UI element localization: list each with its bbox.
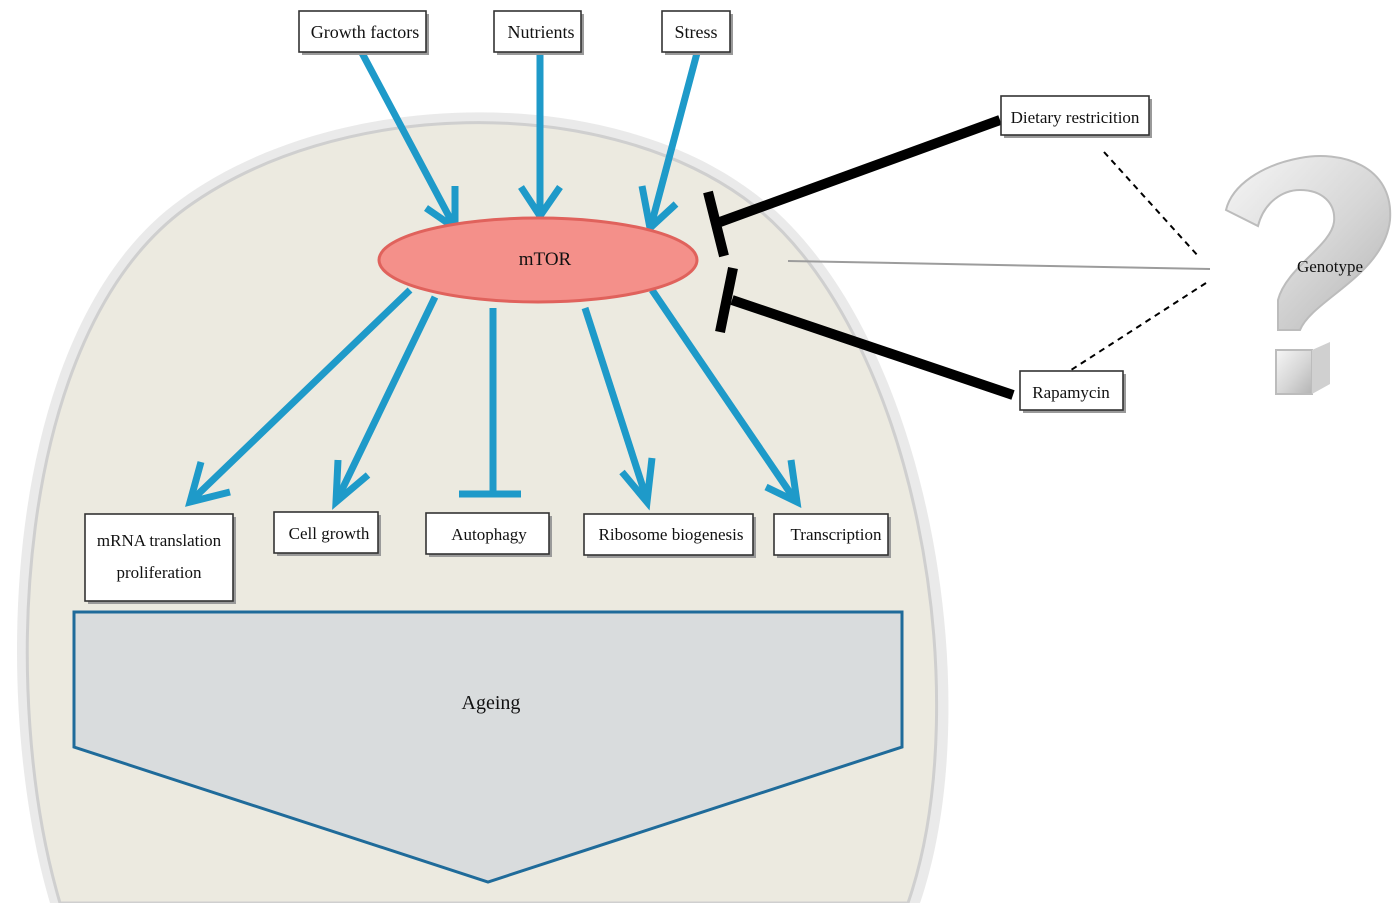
mtor-label: mTOR	[519, 249, 572, 270]
cell-growth-label: Cell growth	[289, 524, 370, 543]
stress-box: Stress	[661, 10, 733, 55]
inhibition-mtor-to-autophagy	[459, 308, 521, 498]
nutrients-label: Nutrients	[508, 22, 575, 42]
question-mark-icon	[1224, 155, 1392, 395]
autophagy-box: Autophagy	[425, 512, 552, 557]
genotype-label: Genotype	[1297, 257, 1363, 276]
mrna-translation-label: mRNA translation	[97, 531, 222, 550]
genotype-connections	[787, 151, 1211, 373]
arrow-stress-to-mtor	[638, 52, 701, 235]
ageing-label: Ageing	[462, 692, 521, 714]
dietary-restriction-box: Dietary restricition	[1000, 95, 1152, 138]
arrow-mtor-to-cell-growth	[332, 295, 439, 510]
rapamycin-label: Rapamycin	[1032, 383, 1110, 402]
ageing-shape	[72, 610, 904, 884]
transcription-box: Transcription	[773, 513, 891, 558]
proliferation-label: proliferation	[117, 563, 202, 582]
transcription-label: Transcription	[791, 525, 882, 544]
arrow-nutrients-to-mtor	[518, 53, 563, 223]
arrow-mtor-to-mrna-translation	[185, 287, 413, 507]
growth-factors-label: Growth factors	[311, 22, 419, 42]
nutrients-box: Nutrients	[493, 10, 584, 55]
ribosome-biogenesis-box: Ribosome biogenesis	[583, 513, 756, 558]
mrna-translation-box: mRNA translation proliferation	[84, 513, 236, 604]
inhibition-rapamycin-to-mtor	[715, 267, 1015, 400]
inhibition-dietary-restriction-to-mtor	[703, 115, 1002, 258]
mtor-node	[377, 216, 699, 304]
arrow-mtor-to-transcription	[649, 288, 802, 509]
cell-growth-box: Cell growth	[273, 511, 381, 556]
rapamycin-box: Rapamycin	[1019, 370, 1126, 413]
ribosome-biogenesis-label: Ribosome biogenesis	[599, 525, 744, 544]
autophagy-label: Autophagy	[451, 525, 527, 544]
growth-factors-box: Growth factors	[298, 10, 429, 55]
arrow-mtor-to-ribosome-biogenesis	[581, 306, 656, 511]
stress-label: Stress	[674, 22, 717, 42]
dietary-restriction-label: Dietary restricition	[1011, 108, 1140, 127]
